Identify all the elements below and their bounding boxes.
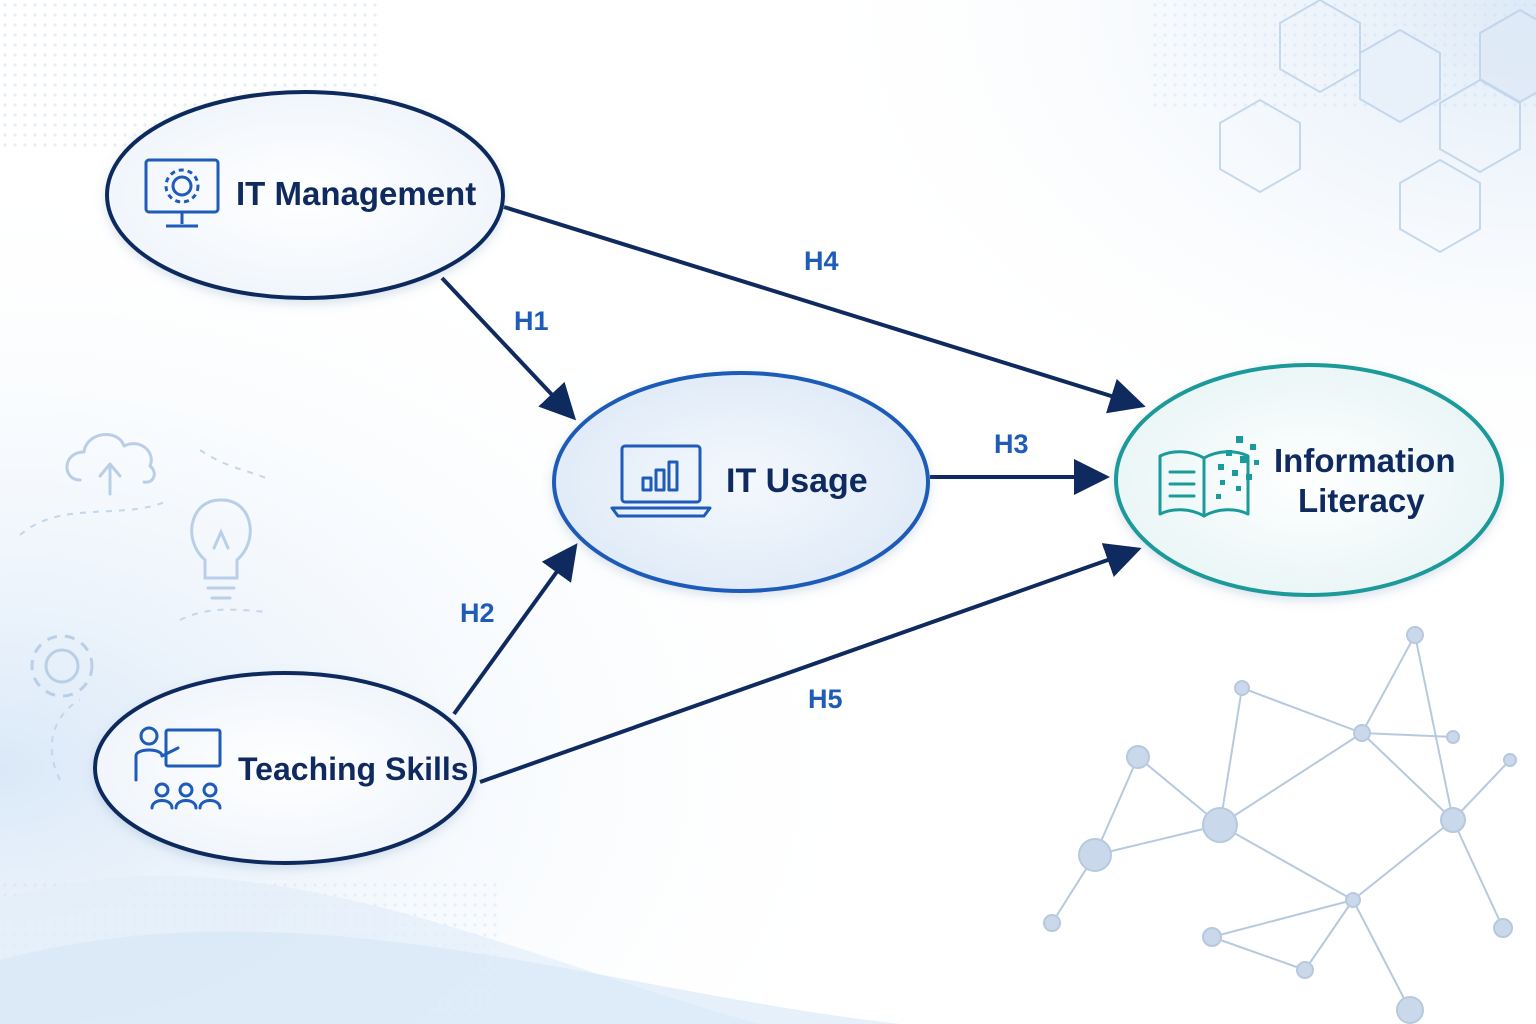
network-graph [1043,626,1517,1024]
edge-label-h4: H4 [804,246,839,276]
teacher-class-icon [134,726,222,810]
edge-h5 [479,543,1142,784]
edge-label-h2: H2 [460,598,495,628]
node-label-it-management: IT Management [236,175,476,212]
node-information-literacy[interactable]: Information Literacy [1114,363,1504,597]
dashed-connectors [19,449,271,781]
edge-label-h5: H5 [808,684,843,714]
data-pixels-icon [1216,436,1259,499]
node-label-information-literacy: Information Literacy [1274,442,1465,519]
edge-h4 [503,205,1146,414]
node-label-teaching-skills: Teaching Skills [238,751,469,787]
node-it-management[interactable]: IT Management [105,90,505,300]
hexagon-pattern [1219,0,1536,254]
laptop-chart-icon [610,444,712,518]
node-label-information: Information [1274,442,1455,479]
lightbulb-icon [190,498,252,600]
gear-icon [30,634,94,698]
edges [440,205,1146,784]
edge-labels: H1 H2 H3 H4 H5 [460,246,1029,714]
edge-h2 [452,543,578,716]
node-teaching-skills[interactable]: Teaching Skills [93,671,477,865]
monitor-gear-icon [144,158,220,228]
edge-label-h3: H3 [994,429,1029,459]
node-label-it-usage: IT Usage [726,462,868,500]
edge-label-h1: H1 [514,306,549,336]
edge-h1 [440,276,577,421]
node-it-usage[interactable]: IT Usage [552,371,930,593]
node-label-literacy: Literacy [1298,482,1425,519]
book-data-icon [1158,450,1250,518]
cloud-upload-icon [65,433,156,496]
